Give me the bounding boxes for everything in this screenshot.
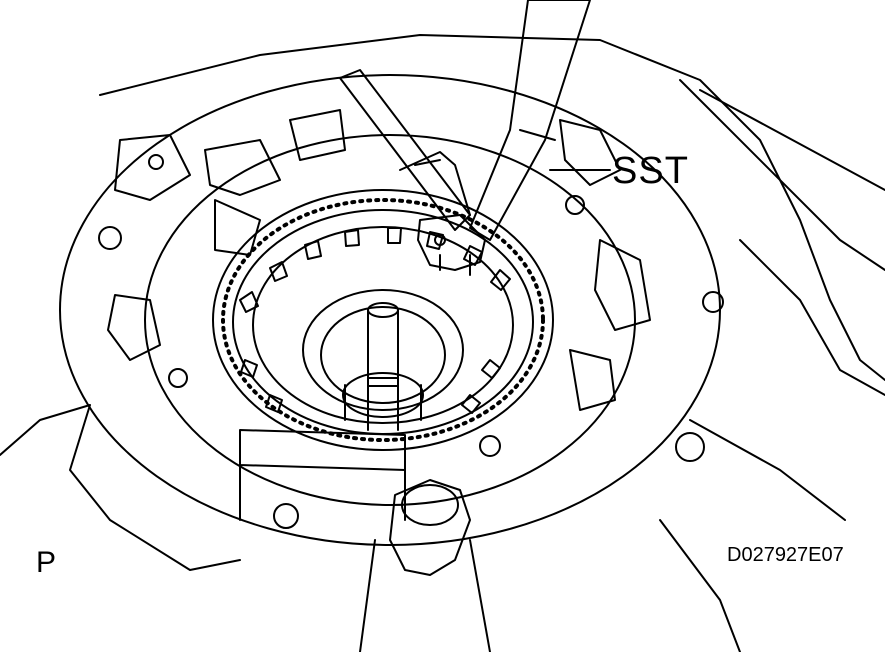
bolt-hole [703, 292, 723, 312]
sst-tool-tip [418, 215, 485, 270]
input-shaft [368, 310, 398, 430]
hub-inner-ring [321, 307, 445, 403]
bolt-hole [99, 227, 121, 249]
sst-tool-arm-right [470, 0, 590, 240]
bearing-ring [343, 373, 423, 417]
housing-lower-left [0, 405, 240, 570]
hub-ring [303, 290, 463, 410]
housing-right-edge [680, 80, 885, 270]
snap-ring [223, 200, 543, 440]
bolt-hole [169, 369, 187, 387]
bolt-hole [274, 504, 298, 528]
sst-tool-hook [400, 152, 470, 215]
clutch-drum-band [233, 210, 533, 434]
case-inner-ring [145, 135, 635, 505]
bolt-hole [149, 155, 163, 169]
bolt-hole [480, 436, 500, 456]
bolt-hole [566, 196, 584, 214]
corner-letter: P [36, 546, 57, 579]
figure-code: D027927E07 [727, 544, 844, 566]
clutch-drum-outer [213, 190, 553, 450]
sst-tool-arm-left [340, 70, 470, 230]
clutch-plate [253, 227, 513, 423]
sst-callout-label: SST [612, 150, 689, 192]
housing-outline [100, 35, 885, 380]
bolt-hole [676, 433, 704, 461]
